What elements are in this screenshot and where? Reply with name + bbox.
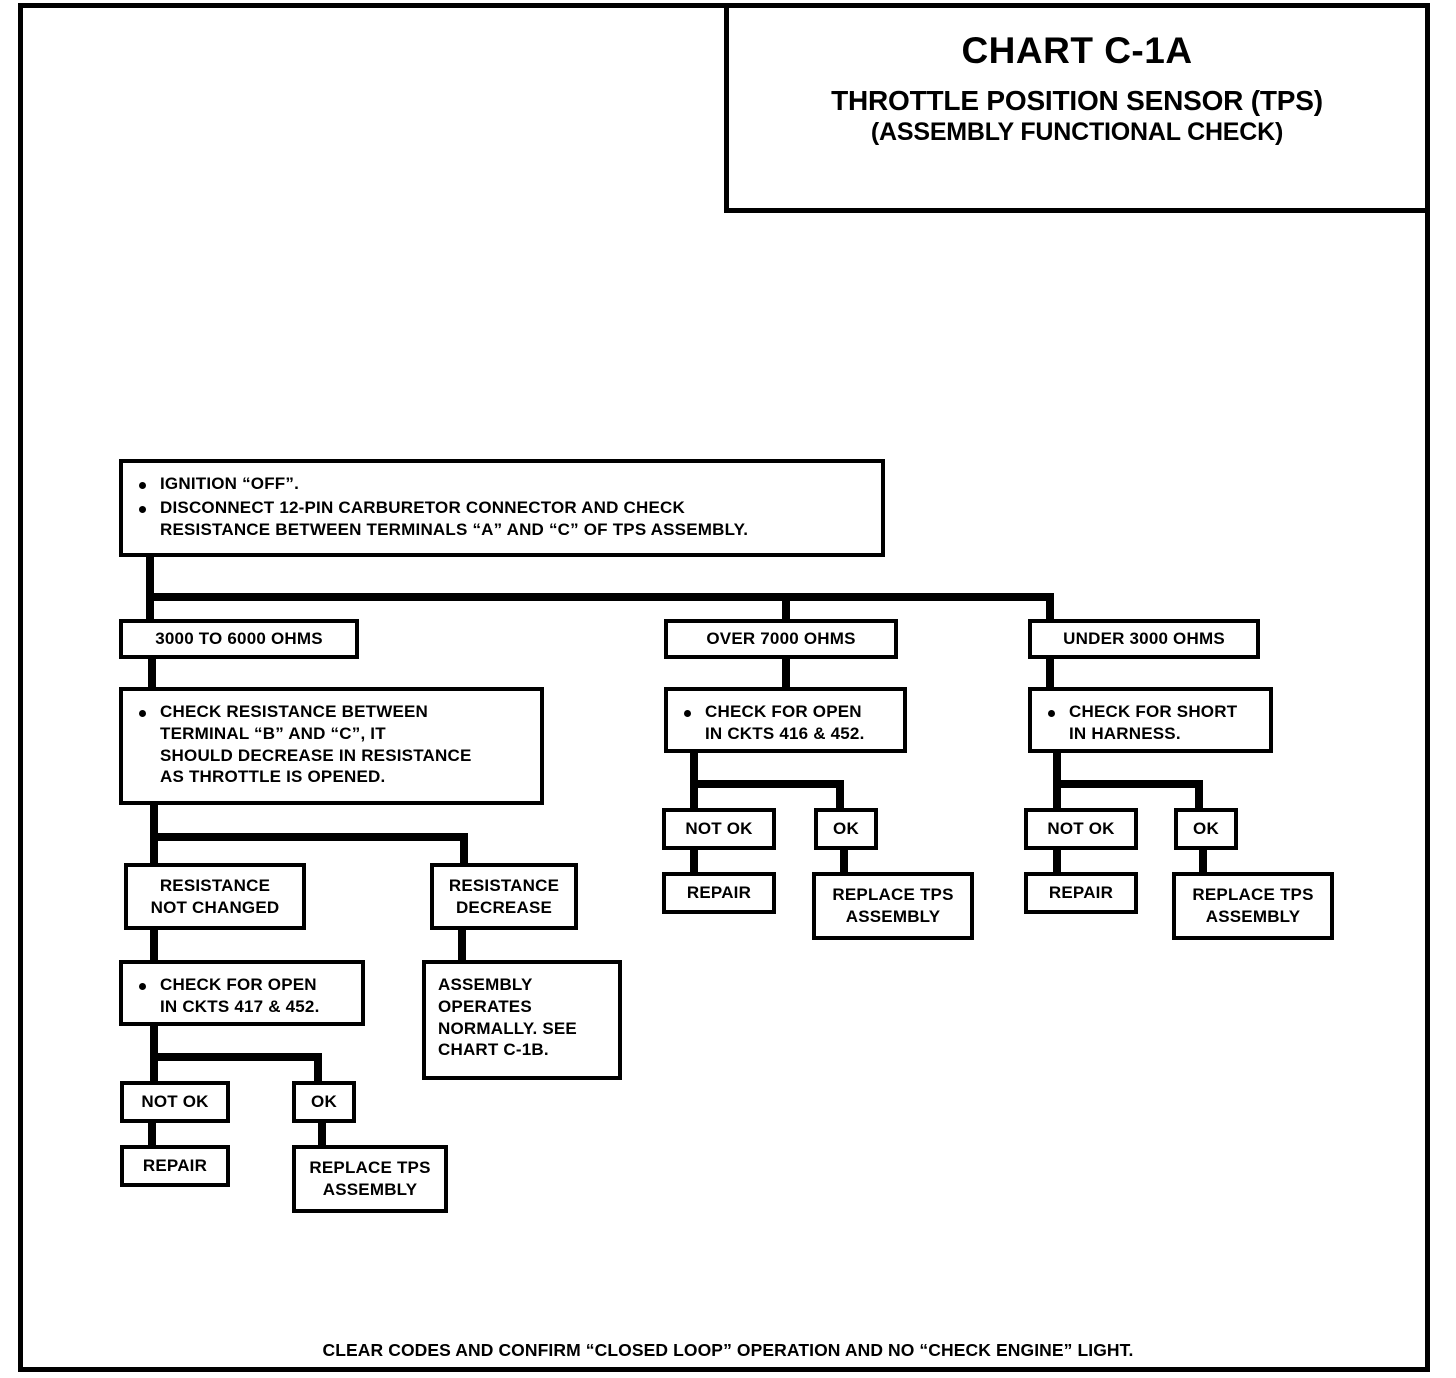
connector-left-notok-repair [148, 1123, 156, 1147]
bullet-dot-icon [684, 710, 691, 717]
left-check-bullet-row: CHECK RESISTANCE BETWEEN TERMINAL “B” AN… [137, 701, 530, 788]
node-range-over-7000: OVER 7000 OHMS [664, 619, 898, 659]
node-resistance-decrease: RESISTANCE DECREASE [430, 863, 578, 930]
node-label: NOT OK [141, 1092, 209, 1112]
node-label: REPAIR [142, 1156, 208, 1176]
connector-right-okbus [1053, 780, 1203, 788]
node-start-instructions: IGNITION “OFF”. DISCONNECT 12-PIN CARBUR… [119, 459, 885, 557]
node-left-ok: OK [292, 1081, 356, 1123]
node-right-repair: REPAIR [1024, 872, 1138, 914]
node-label: OVER 7000 OHMS [706, 629, 856, 649]
connector-left-okbus [150, 1053, 322, 1061]
node-range-3000-6000: 3000 TO 6000 OHMS [119, 619, 359, 659]
node-mid-not-ok: NOT OK [662, 808, 776, 850]
connector-mid-ok-drop [836, 780, 844, 810]
connector-left-to-check [148, 659, 156, 689]
connector-left-ok-drop [314, 1053, 322, 1083]
connector-right-notok-repair [1053, 850, 1061, 874]
node-left-not-ok: NOT OK [120, 1081, 230, 1123]
connector-bus-to-right [1046, 593, 1054, 619]
left-check-text: CHECK RESISTANCE BETWEEN TERMINAL “B” AN… [160, 702, 472, 787]
connector-mid-okbus [690, 780, 844, 788]
node-label: REPLACE TPS ASSEMBLY [1192, 885, 1314, 926]
chart-number: CHART C-1A [961, 30, 1193, 71]
connector-left-ok-replace [318, 1123, 326, 1147]
node-label: OK [833, 819, 859, 839]
node-right-ok: OK [1174, 808, 1238, 850]
connector-left-split-bus [150, 833, 468, 841]
node-label: REPLACE TPS ASSEMBLY [309, 1158, 431, 1199]
node-mid-ok: OK [814, 808, 878, 850]
chart-title: THROTTLE POSITION SENSOR (TPS) [831, 85, 1323, 116]
node-check-open-416-452: CHECK FOR OPEN IN CKTS 416 & 452. [664, 687, 907, 753]
node-left-replace-tps: REPLACE TPS ASSEMBLY [292, 1145, 448, 1213]
node-label: NOT OK [685, 819, 753, 839]
node-check-open-417-452: CHECK FOR OPEN IN CKTS 417 & 452. [119, 960, 365, 1026]
node-right-replace-tps: REPLACE TPS ASSEMBLY [1172, 872, 1334, 940]
node-label: REPAIR [1048, 883, 1114, 903]
left-open-bullet-row: CHECK FOR OPEN IN CKTS 417 & 452. [137, 974, 351, 1018]
mid-check-text: CHECK FOR OPEN IN CKTS 416 & 452. [705, 702, 865, 743]
node-right-not-ok: NOT OK [1024, 808, 1138, 850]
start-bullet-2: DISCONNECT 12-PIN CARBURETOR CONNECTOR A… [160, 497, 749, 539]
connector-right-ok-replace [1199, 850, 1207, 874]
connector-left-split-right-drop [460, 833, 468, 865]
node-resistance-not-changed: RESISTANCE NOT CHANGED [124, 863, 306, 930]
node-left-repair: REPAIR [120, 1145, 230, 1187]
left-open-text: CHECK FOR OPEN IN CKTS 417 & 452. [160, 975, 320, 1016]
bullet-dot-icon [139, 710, 146, 717]
mid-check-bullet-row: CHECK FOR OPEN IN CKTS 416 & 452. [682, 701, 893, 745]
start-bullet-1-row: IGNITION “OFF”. [137, 473, 871, 495]
node-mid-replace-tps: REPLACE TPS ASSEMBLY [812, 872, 974, 940]
connector-mid-to-check [782, 659, 790, 689]
node-label: UNDER 3000 OHMS [1063, 629, 1225, 649]
node-mid-repair: REPAIR [662, 872, 776, 914]
node-label: REPAIR [686, 883, 752, 903]
connector-right-ok-drop [1195, 780, 1203, 810]
node-label: NOT OK [1047, 819, 1115, 839]
bullet-dot-icon [139, 983, 146, 990]
bullet-dot-icon [139, 482, 146, 489]
node-label: 3000 TO 6000 OHMS [155, 629, 323, 649]
connector-branch-bus [146, 593, 1054, 601]
footer-note: CLEAR CODES AND CONFIRM “CLOSED LOOP” OP… [322, 1340, 1134, 1360]
connector-not-changed-drop [150, 930, 158, 962]
start-bullet-2-row: DISCONNECT 12-PIN CARBURETOR CONNECTOR A… [137, 497, 871, 541]
node-label: RESISTANCE DECREASE [448, 875, 560, 917]
node-label: OK [1193, 819, 1219, 839]
node-label: REPLACE TPS ASSEMBLY [832, 885, 954, 926]
node-label: RESISTANCE NOT CHANGED [150, 875, 280, 917]
connector-right-to-check [1046, 659, 1054, 689]
node-assembly-operates-normally: ASSEMBLY OPERATES NORMALLY. SEE CHART C-… [422, 960, 622, 1080]
node-check-short-harness: CHECK FOR SHORT IN HARNESS. [1028, 687, 1273, 753]
right-check-text: CHECK FOR SHORT IN HARNESS. [1069, 702, 1238, 743]
connector-mid-ok-replace [840, 850, 848, 874]
bullet-dot-icon [139, 505, 146, 513]
start-bullet-1: IGNITION “OFF”. [160, 474, 299, 493]
node-label: ASSEMBLY OPERATES NORMALLY. SEE CHART C-… [438, 975, 577, 1060]
right-check-bullet-row: CHECK FOR SHORT IN HARNESS. [1046, 701, 1259, 745]
node-label: OK [311, 1092, 337, 1112]
connector-decrease-drop [458, 930, 466, 962]
connector-start-drop [146, 557, 154, 619]
chart-subtitle: (ASSEMBLY FUNCTIONAL CHECK) [870, 118, 1284, 146]
chart-title-block: CHART C-1A THROTTLE POSITION SENSOR (TPS… [724, 3, 1430, 213]
connector-mid-notok-repair [690, 850, 698, 874]
connector-bus-to-mid [782, 593, 790, 619]
bullet-dot-icon [1048, 710, 1055, 717]
node-check-resistance-b-c: CHECK RESISTANCE BETWEEN TERMINAL “B” AN… [119, 687, 544, 805]
node-range-under-3000: UNDER 3000 OHMS [1028, 619, 1260, 659]
